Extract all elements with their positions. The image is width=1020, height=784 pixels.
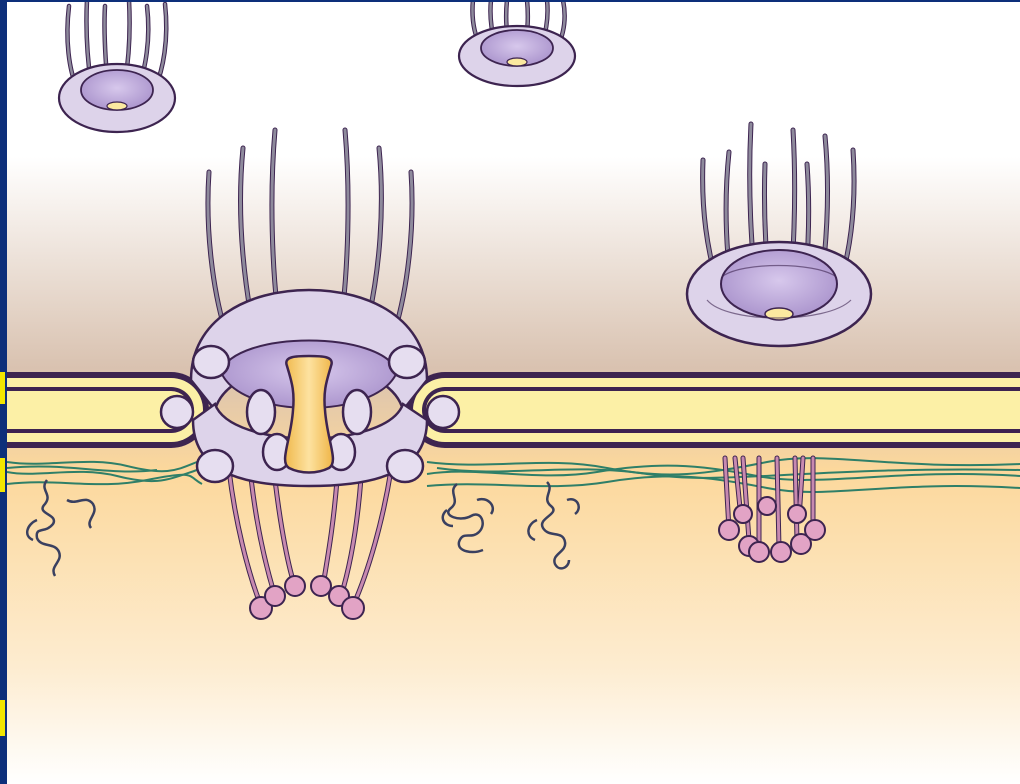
ring-subunit [427,396,459,428]
ring-subunit [193,346,229,378]
slide-edge-strip [0,0,7,784]
slide-edge-marker [0,372,5,404]
basket-bead [788,505,806,523]
ring-subunit [247,390,275,434]
basket-bead [311,576,331,596]
ring-subunit [389,346,425,378]
basket-bead [734,505,752,523]
nuclear-envelope [7,372,1020,448]
slide-edge-marker [0,700,5,736]
ring-subunit [197,450,233,482]
ring-subunit [387,450,423,482]
ring-subunit [343,390,371,434]
basket-bead [265,586,285,606]
slide-edge-marker [0,458,5,492]
basket-bead [342,597,364,619]
basket-bead [805,520,825,540]
basket-bead [719,520,739,540]
nuclear-pore-diagram [7,0,1020,784]
central-plug [285,356,333,473]
top-border [7,0,1020,2]
basket-bead [758,497,776,515]
ring-subunit [161,396,193,428]
basket-bead [749,542,769,562]
basket-bead [285,576,305,596]
basket-bead [771,542,791,562]
